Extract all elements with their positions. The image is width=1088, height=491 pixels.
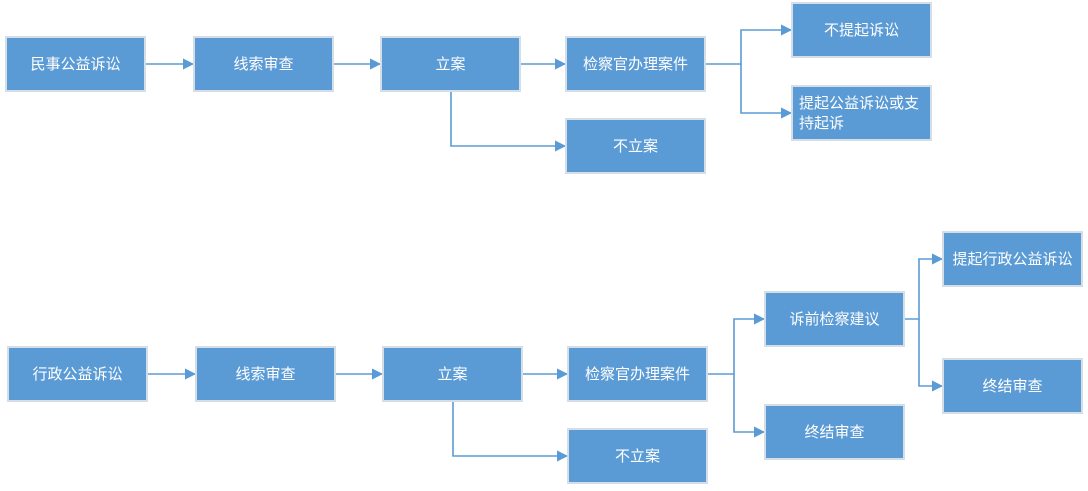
civil-start-box: 民事公益诉讼 xyxy=(5,36,146,92)
arrow-admin-suggestion-to-end-review-2 xyxy=(918,319,944,392)
admin-review-box: 线索审查 xyxy=(195,346,336,402)
arrow-civil-handle-to-suit xyxy=(740,64,793,119)
civil-review-box: 线索审查 xyxy=(193,36,334,92)
arrow-admin-file-to-not-filed xyxy=(452,401,569,462)
arrow-civil-handle-to-no-suit xyxy=(706,24,793,65)
admin-file-box: 立案 xyxy=(382,346,523,402)
civil-handle-box: 检察官办理案件 xyxy=(565,36,706,92)
admin-end-review-2-box: 终结审查 xyxy=(942,358,1083,414)
civil-suit-box: 提起公益诉讼或支持起诉 xyxy=(791,85,932,141)
admin-suggestion-box: 诉前检察建议 xyxy=(764,291,905,347)
civil-no-suit-box: 不提起诉讼 xyxy=(791,2,932,58)
civil-not-filed-box: 不立案 xyxy=(565,118,706,174)
admin-start-box: 行政公益诉讼 xyxy=(7,346,148,402)
admin-suit-box: 提起行政公益诉讼 xyxy=(942,231,1083,287)
admin-not-filed-box: 不立案 xyxy=(567,428,708,484)
admin-handle-box: 检察官办理案件 xyxy=(567,346,708,402)
admin-end-review-box: 终结审查 xyxy=(764,404,905,460)
arrow-civil-file-to-not-filed xyxy=(450,91,567,152)
arrow-admin-handle-to-suggestion xyxy=(708,313,766,375)
arrow-admin-suggestion-to-suit xyxy=(905,253,944,320)
arrow-admin-handle-to-end-review xyxy=(733,374,766,438)
civil-file-box: 立案 xyxy=(380,36,521,92)
